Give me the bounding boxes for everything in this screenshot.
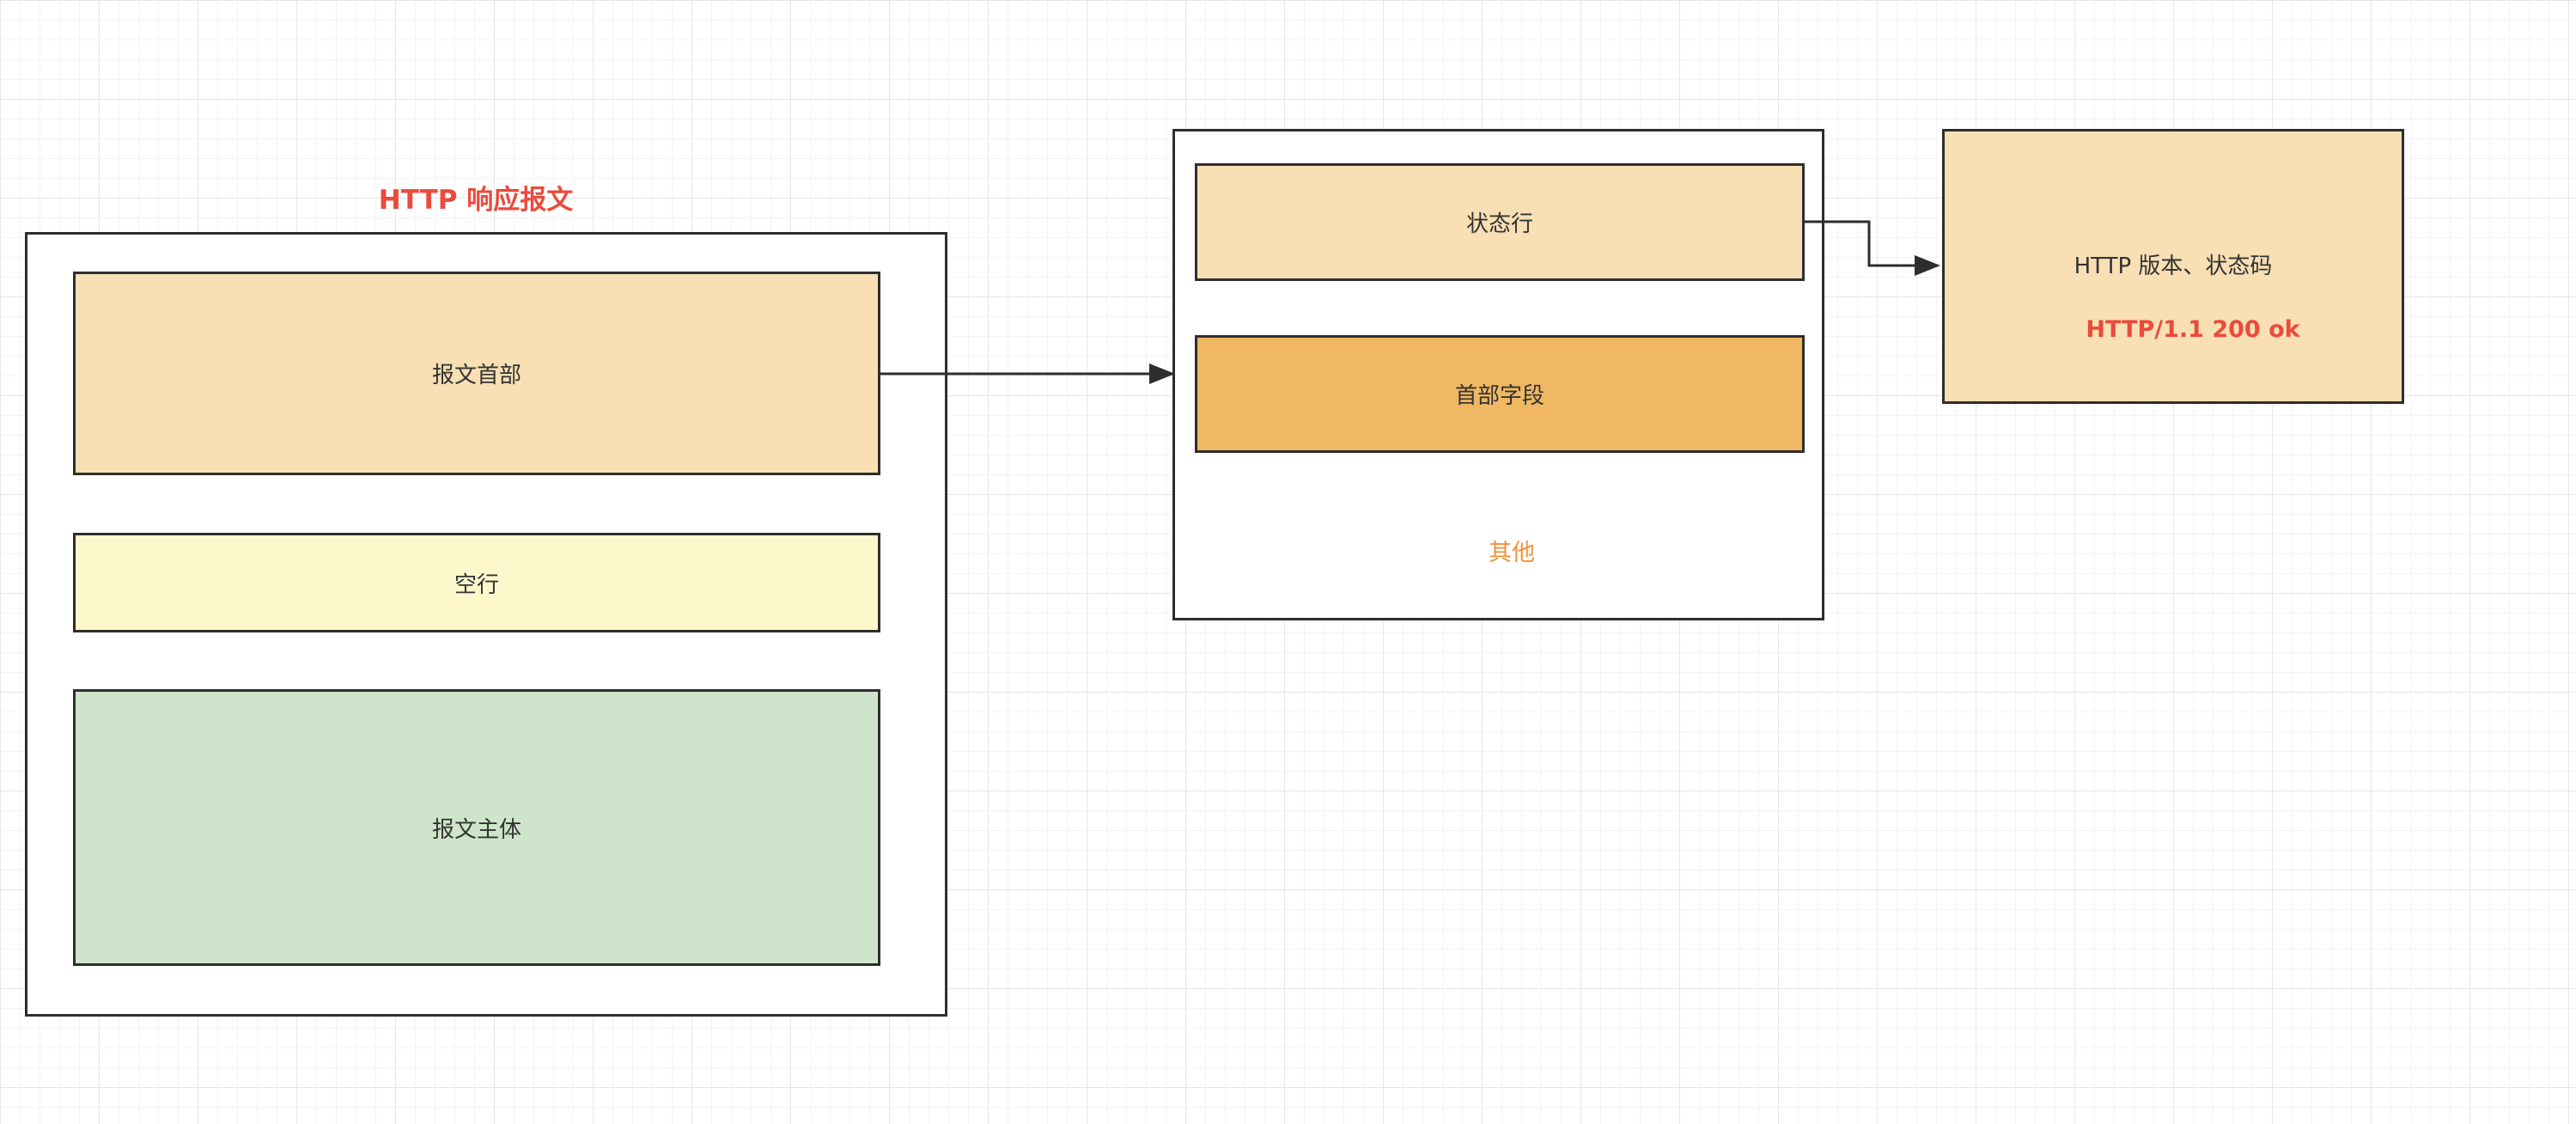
body-box: 报文主体	[73, 689, 880, 966]
blank-line-box-label: 空行	[454, 571, 499, 598]
other-label: 其他	[1489, 540, 1535, 566]
status-line-box-label: 状态行	[1465, 211, 1533, 237]
header-fields-box-label: 首部字段	[1454, 383, 1544, 409]
status-example-label: HTTP/1.1 200 ok	[2086, 316, 2300, 343]
status-line-box: 状态行	[1195, 163, 1805, 281]
arrow-status-line-to-detail	[1805, 220, 1940, 276]
blank-line-box: 空行	[73, 533, 880, 632]
header-box-label: 报文首部	[431, 363, 521, 388]
status-detail-box	[1942, 129, 2404, 404]
header-fields-box: 首部字段	[1195, 335, 1805, 453]
header-box: 报文首部	[73, 272, 880, 475]
body-box-label: 报文主体	[431, 816, 521, 843]
status-detail-label: HTTP 版本、状态码	[2074, 254, 2273, 279]
response-title: HTTP 响应报文	[378, 185, 574, 216]
